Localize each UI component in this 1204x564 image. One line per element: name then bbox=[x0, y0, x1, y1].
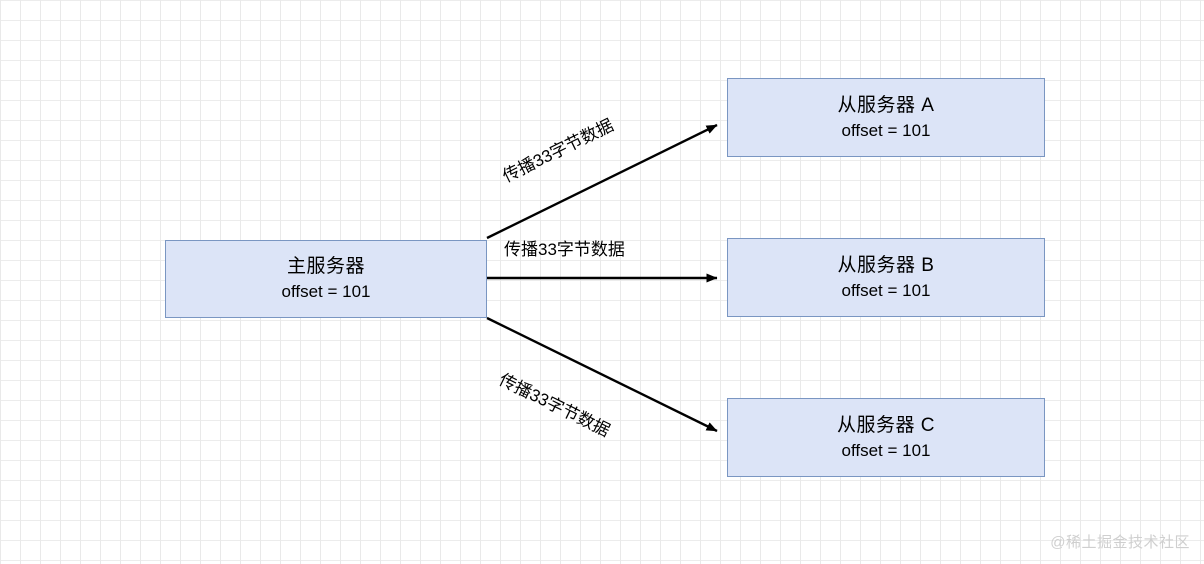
edge-label-master-to-slave-a: 传播33字节数据 bbox=[499, 115, 617, 187]
node-slave-c-offset: offset = 101 bbox=[841, 440, 931, 460]
node-slave-server-b[interactable]: 从服务器 B offset = 101 bbox=[727, 238, 1045, 317]
node-master-server[interactable]: 主服务器 offset = 101 bbox=[165, 240, 487, 318]
node-slave-a-offset: offset = 101 bbox=[841, 120, 931, 140]
node-slave-b-offset: offset = 101 bbox=[841, 280, 931, 300]
watermark: @稀土掘金技术社区 bbox=[1050, 534, 1190, 551]
node-slave-b-title: 从服务器 B bbox=[837, 254, 935, 276]
edge-label-master-to-slave-b: 传播33字节数据 bbox=[504, 240, 625, 259]
node-slave-a-title: 从服务器 A bbox=[837, 94, 935, 116]
edge-master-to-slave-a bbox=[486, 123, 718, 240]
edge-label-master-to-slave-c: 传播33字节数据 bbox=[496, 370, 613, 441]
node-master-offset: offset = 101 bbox=[281, 282, 371, 301]
node-master-title: 主服务器 bbox=[286, 256, 365, 277]
node-slave-server-c[interactable]: 从服务器 C offset = 101 bbox=[727, 398, 1045, 477]
node-slave-c-title: 从服务器 C bbox=[836, 414, 935, 436]
node-slave-server-a[interactable]: 从服务器 A offset = 101 bbox=[727, 78, 1045, 157]
edge-master-to-slave-c bbox=[486, 316, 718, 433]
